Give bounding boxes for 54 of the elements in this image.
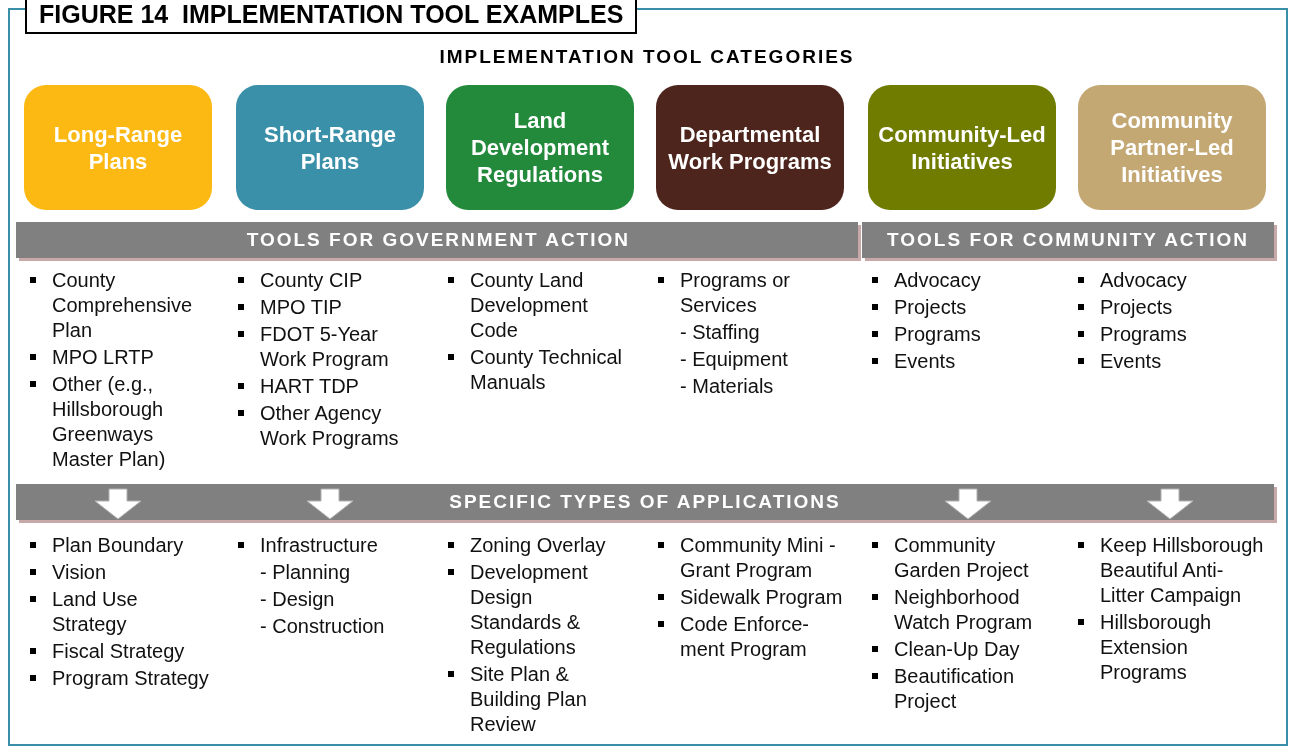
list-item: Programs (894, 322, 982, 347)
list-item: FDOT 5-Year Work Program (260, 322, 390, 372)
list-item: Zoning Overlay (470, 533, 607, 558)
list-item: Programs or Services (680, 268, 792, 318)
list-item: Land Use Strategy (52, 587, 139, 637)
list-item: Site Plan & Building Plan Review (470, 662, 588, 737)
category-box: Community Partner-Led Initiatives (1078, 85, 1266, 210)
category-box: Departmental Work Programs (656, 85, 844, 210)
list-item: Beautification Project (894, 664, 1016, 714)
list-item: Projects (1100, 295, 1174, 320)
list-item: Other (e.g., Hillsborough Greenways Master Plan) (52, 372, 167, 472)
list-item: Program Strategy (52, 666, 210, 691)
section-heading: IMPLEMENTATION TOOL CATEGORIES (438, 46, 856, 68)
list-item: Community Garden Project (894, 533, 1030, 583)
sub-list-item: - Materials (680, 374, 775, 399)
list-item: Community Mini -Grant Program (680, 533, 837, 583)
list-item: Other Agency Work Programs (260, 401, 400, 451)
category-box: Community-Led Initiatives (868, 85, 1056, 210)
sub-list-item: - Design (260, 587, 336, 612)
section-banner: TOOLS FOR GOVERNMENT ACTION (16, 222, 858, 258)
list-item: Events (1100, 349, 1163, 374)
category-box: Land Development Regulations (446, 85, 634, 210)
section-banner: SPECIFIC TYPES OF APPLICATIONS (16, 484, 1274, 520)
list-item: Neighborhood Watch Program (894, 585, 1034, 635)
sub-list-item: - Planning (260, 560, 352, 585)
list-item: Projects (894, 295, 968, 320)
list-item: Events (894, 349, 957, 374)
category-box: Long-Range Plans (24, 85, 212, 210)
list-item: County CIP (260, 268, 364, 293)
list-item: HART TDP (260, 374, 360, 399)
list-item: Programs (1100, 322, 1188, 347)
list-item: Advocacy (1100, 268, 1188, 293)
list-item: Clean-Up Day (894, 637, 1021, 662)
list-item: Vision (52, 560, 108, 585)
list-item: MPO LRTP (52, 345, 155, 370)
list-item: Plan Boundary (52, 533, 185, 558)
list-item: Development Design Standards & Regulations (470, 560, 589, 660)
list-item: Keep Hillsborough Beautiful Anti- Litter Campaign (1100, 533, 1265, 608)
sub-list-item: - Staffing (680, 320, 761, 345)
list-item: Infrastructure (260, 533, 379, 558)
list-item: County Technical Manuals (470, 345, 623, 395)
list-item: Fiscal Strategy (52, 639, 186, 664)
list-item: County Land Development Code (470, 268, 589, 343)
list-item: Code Enforce- ment Program (680, 612, 810, 662)
section-banner: TOOLS FOR COMMUNITY ACTION (862, 222, 1274, 258)
sub-list-item: - Construction (260, 614, 386, 639)
list-item: County Comprehensive Plan (52, 268, 194, 343)
category-box: Short-Range Plans (236, 85, 424, 210)
list-item: Sidewalk Program (680, 585, 844, 610)
list-item: MPO TIP (260, 295, 343, 320)
list-item: Advocacy (894, 268, 982, 293)
sub-list-item: - Equipment (680, 347, 789, 372)
figure-title: FIGURE 14 IMPLEMENTATION TOOL EXAMPLES (25, 0, 638, 34)
list-item: Hillsborough Extension Programs (1100, 610, 1213, 685)
